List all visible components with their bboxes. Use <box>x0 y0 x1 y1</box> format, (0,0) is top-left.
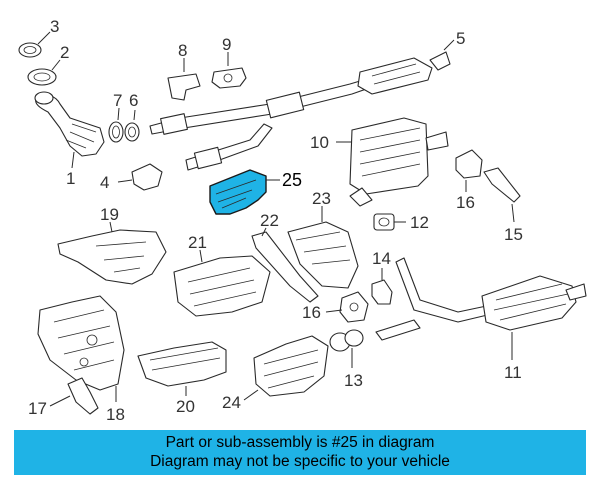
part-4-bracket <box>117 163 163 191</box>
intermediate-pipes <box>149 39 455 171</box>
callout-11: 11 <box>504 363 522 382</box>
callout-19: 20 <box>176 397 195 416</box>
callout-5: 5 <box>456 29 465 48</box>
callout-22: 21 <box>188 233 207 252</box>
part-24-shield <box>287 206 359 289</box>
callout-1: 1 <box>66 169 75 188</box>
callout-25: 25 <box>282 170 302 190</box>
info-banner: Part or sub-assembly is #25 in diagram D… <box>14 430 586 475</box>
part-6-gasket <box>124 109 140 142</box>
part-9-hanger <box>211 52 247 89</box>
callout-20: 19 <box>100 205 119 224</box>
part-22-shield <box>173 249 271 317</box>
callout-16b: 16 <box>302 303 321 322</box>
exhaust-parts-diagram: 3 2 1 7 6 8 9 5 10 4 25 16 15 12 19 21 2… <box>18 17 587 424</box>
part-8-bracket <box>167 58 201 101</box>
callout-6: 6 <box>129 91 138 110</box>
part-7-gasket <box>108 107 124 143</box>
part-19-shield <box>137 341 227 396</box>
callout-4: 4 <box>100 173 109 192</box>
callout-15: 15 <box>504 225 523 244</box>
banner-line-2: Diagram may not be specific to your vehi… <box>150 453 450 470</box>
part-23-strut <box>251 227 319 303</box>
banner-line-1: Part or sub-assembly is #25 in diagram <box>165 434 435 451</box>
callout-18: 18 <box>106 405 125 424</box>
part-16-mount-upper <box>455 149 483 192</box>
callout-9: 9 <box>222 35 231 54</box>
part-11-rear-muffler <box>375 257 587 360</box>
callout-14: 14 <box>372 249 391 268</box>
callout-8: 8 <box>178 41 187 60</box>
callout-17: 17 <box>28 399 47 418</box>
part-15-bracket <box>483 167 521 223</box>
callout-23: 22 <box>260 211 279 230</box>
callout-2: 2 <box>60 43 69 62</box>
part-21-shield <box>243 335 329 401</box>
part-3-clamp <box>18 31 51 58</box>
part-13-clamp <box>329 329 364 368</box>
part-12-clamp <box>373 213 406 231</box>
part-18-panel <box>37 295 125 402</box>
callout-13: 13 <box>344 371 363 390</box>
part-16-mount-lower <box>325 291 369 323</box>
part-20-shield <box>57 221 167 285</box>
callout-16a: 16 <box>456 193 475 212</box>
part-2-gasket <box>27 59 61 86</box>
callout-24: 23 <box>312 189 331 208</box>
part-25-heat-shield <box>209 169 280 215</box>
part-17-bracket <box>49 377 99 415</box>
callout-7: 7 <box>113 91 122 110</box>
callout-21: 24 <box>222 393 241 412</box>
part-1-front-pipe <box>34 91 105 169</box>
callout-12: 12 <box>410 213 429 232</box>
part-10-silencer <box>336 117 449 207</box>
callout-3: 3 <box>50 17 59 36</box>
callout-10: 10 <box>310 133 329 152</box>
part-14-bracket <box>371 268 393 305</box>
